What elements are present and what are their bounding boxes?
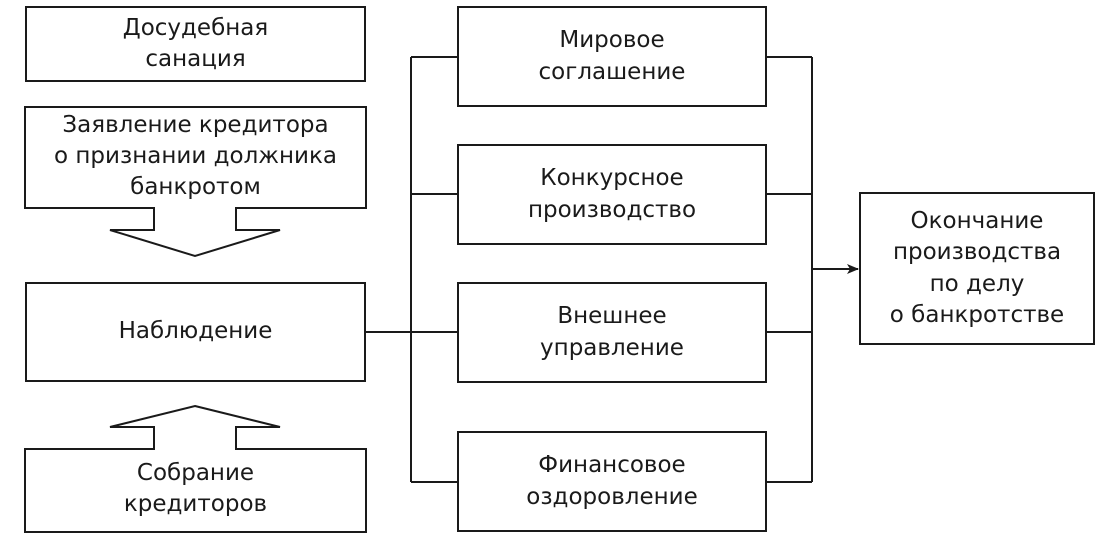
node-label-line: оздоровление [526,483,698,510]
node-observation: Наблюдение [25,282,366,382]
node-label-line: соглашение [538,58,686,85]
node-competitive-proceedings: Конкурсное производство [457,144,767,245]
node-label-line: о банкротстве [889,301,1065,328]
node-financial-recovery: Финансовое оздоровление [457,431,767,532]
node-label-line: Конкурсное [540,165,684,192]
node-label-line: Собрание [136,460,255,486]
node-label-line: Внешнее [557,303,667,330]
node-label-line: санация [145,46,246,72]
node-label-line: банкротом [130,174,261,201]
node-external-management: Внешнее управление [457,282,767,383]
node-prejudicial-sanation: Досудебная санация [25,6,366,82]
node-label-line: Заявление кредитора [62,112,329,138]
node-proceedings-end: Окончание производства по делу о банкрот… [859,192,1095,345]
node-label-line: кредиторов [123,491,268,518]
node-label-line: Мировое [559,27,665,54]
meeting-block-arrow [24,404,367,533]
node-creditor-claim: Заявление кредитора о признании должника… [25,110,366,203]
node-label-line: производство [527,196,697,223]
node-label-line: Финансовое [538,452,686,479]
left-connector [366,56,457,483]
node-label-line: Наблюдение [118,318,273,345]
node-label-line: Окончание [910,208,1044,235]
node-amicable-settlement: Мировое соглашение [457,6,767,107]
node-label-line: Досудебная [122,14,269,41]
node-label-line: по делу [929,270,1025,297]
node-label-line: о признании должника [54,143,337,170]
node-creditors-meeting: Собрание кредиторов [25,458,366,520]
node-label-line: управление [540,334,684,361]
right-connector [767,56,813,483]
claim-block-arrow [24,106,367,258]
node-label-line: производства [892,239,1062,266]
